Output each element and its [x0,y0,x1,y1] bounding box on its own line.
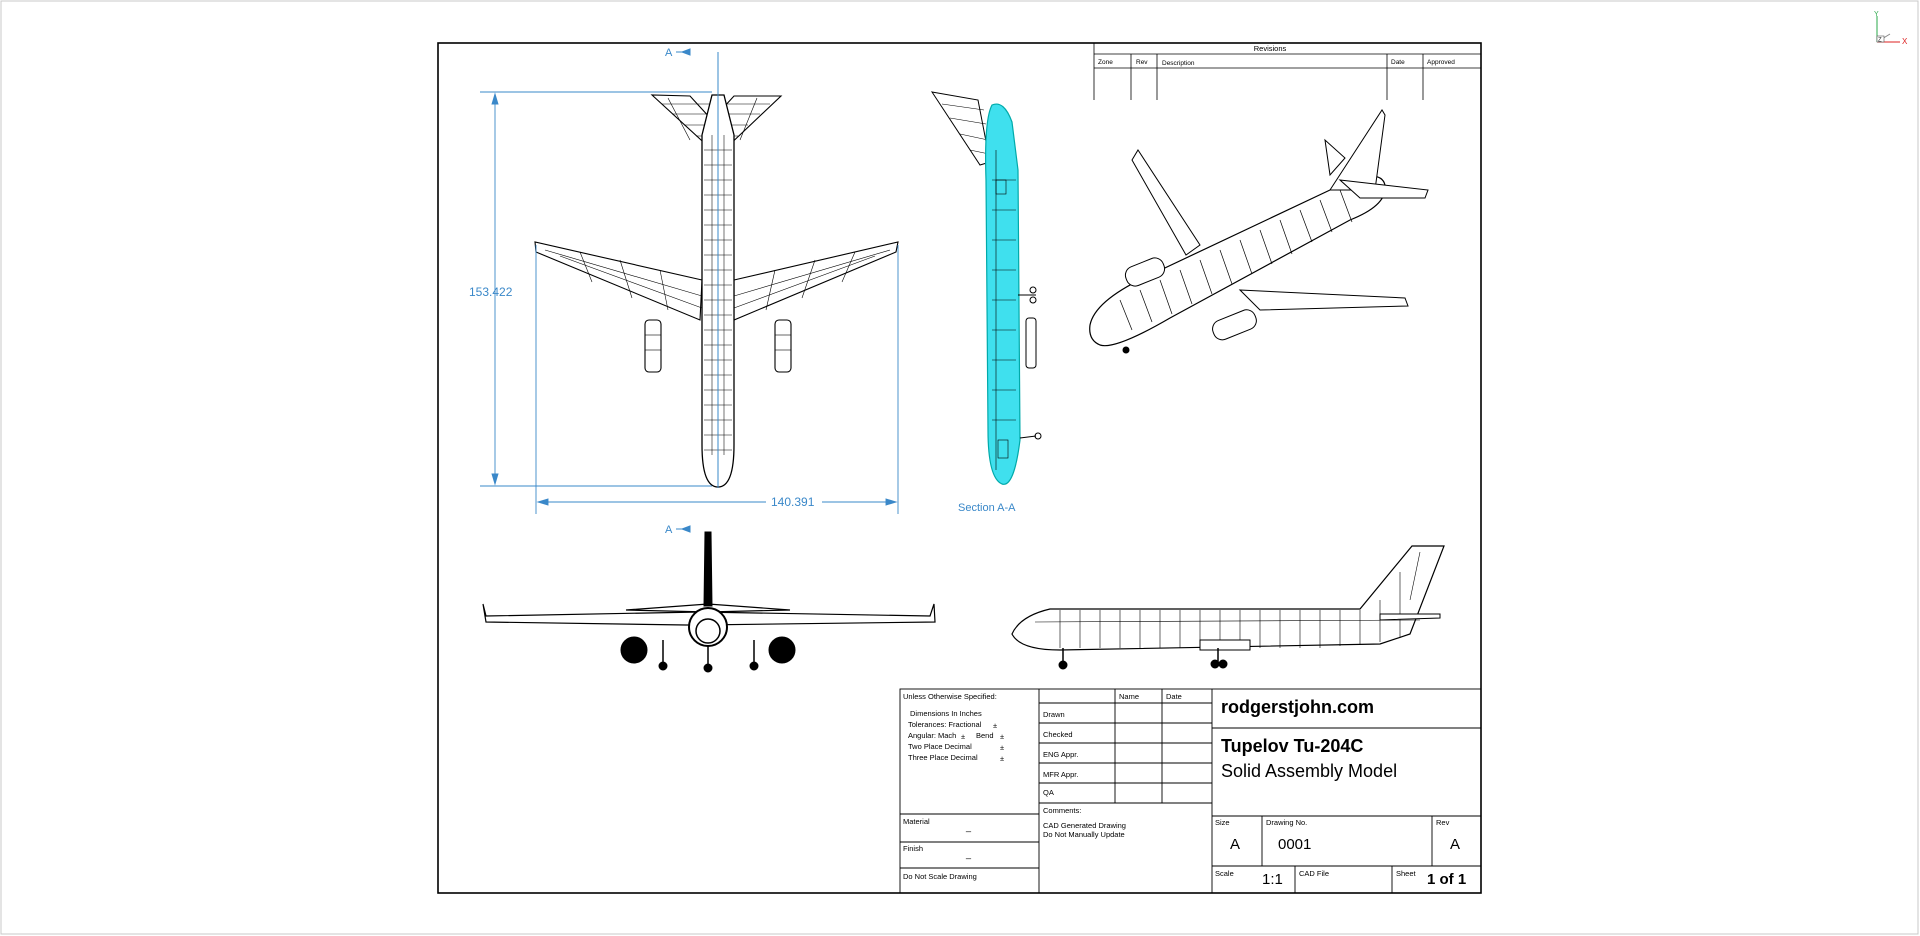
revisions-table [1093,43,1481,100]
side-view [1011,545,1445,670]
material-label: Material [903,817,930,826]
dimensions-note: Dimensions In Inches [910,709,982,718]
cad-file-label: CAD File [1299,869,1329,878]
row-mfr-appr: MFR Appr. [1043,770,1078,779]
top-view [534,94,899,488]
revisions-title: Revisions [1254,44,1287,53]
revisions-col-approved: Approved [1427,59,1455,66]
tolerance-angular-pm: ± [961,732,965,741]
revisions-col-zone: Zone [1098,59,1113,66]
section-view [930,91,1042,485]
triad-y-label: Y [1874,11,1879,18]
drawing-no-label: Drawing No. [1266,818,1307,827]
revisions-col-rev: Rev [1136,59,1148,66]
revisions-col-description: Description [1162,60,1195,67]
rev-label: Rev [1436,818,1450,827]
comments-label: Comments: [1043,806,1081,815]
tolerance-bend-pm: ± [1000,732,1004,741]
isometric-view [1089,109,1429,354]
dimension-width-value: 140.391 [771,495,815,509]
dimension-width [535,245,899,514]
tolerance-angular: Angular: Mach [908,731,956,740]
company-name: rodgerstjohn.com [1221,697,1374,717]
two-place-pm: ± [1000,743,1004,752]
two-place-decimal: Two Place Decimal [908,742,972,751]
three-place-pm: ± [1000,754,1004,763]
row-checked: Checked [1043,730,1073,739]
dimension-height [480,91,712,487]
drawing-no-value: 0001 [1278,836,1311,853]
col-date-header: Date [1166,692,1182,701]
triad-x-label: X [1902,37,1908,46]
scale-value: 1:1 [1262,871,1283,888]
sheet-label: Sheet [1396,869,1417,878]
tolerance-fractional-pm: ± [993,721,997,730]
material-value: _ [965,822,972,832]
finish-label: Finish [903,844,923,853]
row-eng-appr: ENG Appr. [1043,750,1078,759]
tolerance-bend: Bend [976,731,994,740]
do-not-scale-note: Do Not Scale Drawing [903,872,977,881]
scale-label: Scale [1215,869,1234,878]
triad-z-label: Z [1878,38,1882,44]
size-value: A [1230,836,1240,853]
drawing-title-line-2: Solid Assembly Model [1221,761,1397,781]
front-view [482,531,936,673]
comment-line-2: Do Not Manually Update [1043,830,1125,839]
unless-specified-title: Unless Otherwise Specified: [903,692,997,701]
section-marker-top: A [665,47,673,59]
three-place-decimal: Three Place Decimal [908,753,978,762]
col-name-header: Name [1119,692,1139,701]
rev-value: A [1450,836,1460,853]
dimension-height-value: 153.422 [469,285,513,299]
section-marker-bottom: A [665,524,673,536]
sheet-value: 1 of 1 [1427,871,1466,888]
comment-line-1: CAD Generated Drawing [1043,821,1126,830]
tolerance-fractional: Tolerances: Fractional [908,720,982,729]
size-label: Size [1215,818,1230,827]
row-drawn: Drawn [1043,710,1065,719]
section-line-a-a [676,48,719,533]
drawing-title-line-1: Tupelov Tu-204C [1221,736,1363,756]
title-block-grid [899,688,1482,894]
finish-value: _ [965,849,972,859]
axis-triad: Y X Z [1874,11,1908,46]
revisions-col-date: Date [1391,59,1405,66]
section-view-label: Section A-A [958,502,1016,514]
row-qa: QA [1043,788,1054,797]
